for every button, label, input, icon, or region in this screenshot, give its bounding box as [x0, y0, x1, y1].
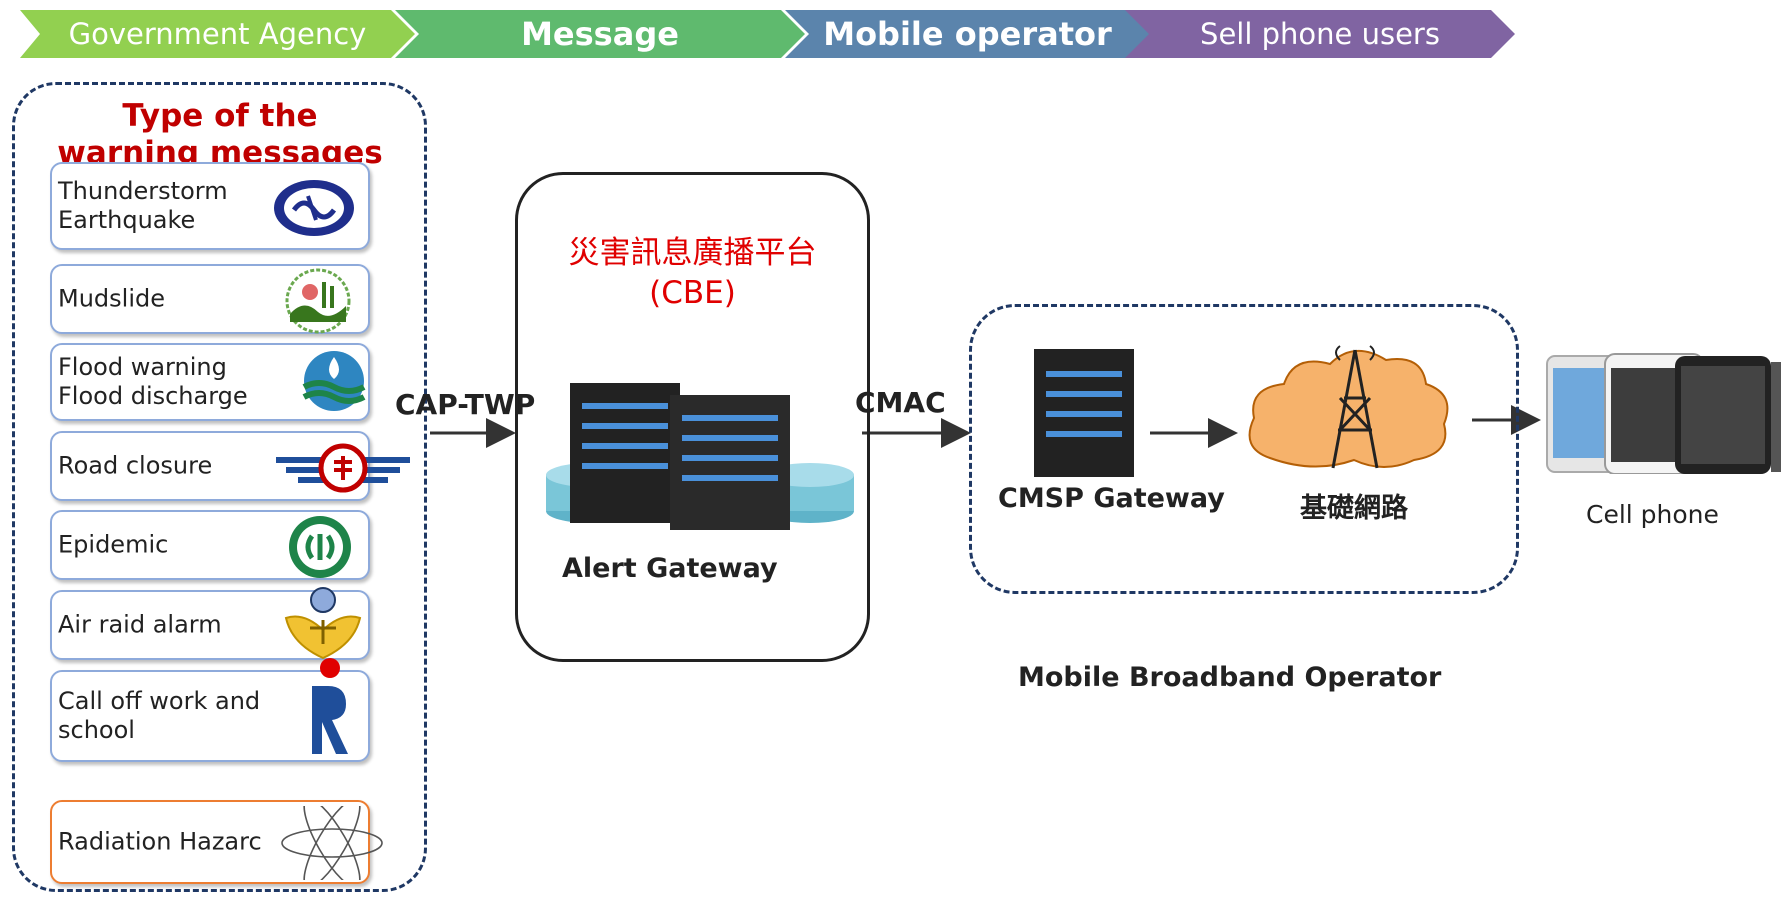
cell-phones-icon [1546, 353, 1781, 474]
warning-item-epidemic: Epidemic [50, 510, 370, 580]
stage-government-agency: Government Agency [20, 10, 415, 58]
stage-label: Government Agency [68, 17, 367, 51]
operator-caption: Mobile Broadband Operator [1018, 662, 1442, 693]
warning-item-mudslide: Mudslide [50, 264, 370, 334]
warning-item-label: Thunderstorm Earthquake [58, 177, 228, 234]
warning-item-call-off-work: Call off work and school [50, 658, 370, 762]
stage-cell-phone-users: Sell phone users [1125, 10, 1515, 58]
warning-item-radiation: Radiation Hazarc [50, 800, 383, 884]
warning-item-thunderstorm-earthquake: Thunderstorm Earthquake [50, 162, 370, 250]
warning-item-label: Epidemic [58, 530, 169, 559]
cmsp-gateway-label: CMSP Gateway [998, 483, 1225, 514]
soil-conservation-logo-icon [285, 268, 351, 334]
weather-bureau-logo-icon [274, 180, 354, 236]
warning-item-label: Flood warning Flood discharge [58, 353, 248, 410]
network-cloud-tower-icon [1248, 345, 1449, 469]
cmac-label: CMAC [855, 386, 946, 419]
warning-item-road-closure: Road closure [50, 431, 410, 501]
water-resources-logo-icon [302, 351, 366, 411]
warning-item-label: Air raid alarm [58, 610, 222, 639]
warning-item-label: Road closure [58, 451, 213, 480]
stage-message: Message [395, 10, 805, 58]
warning-item-label: Mudslide [58, 284, 165, 313]
cbe-title: 災害訊息廣播平台 (CBE) [568, 235, 817, 311]
stage-label: Mobile operator [823, 15, 1112, 53]
alert-gateway-servers-icon [546, 383, 854, 530]
stage-mobile-operator: Mobile operator [785, 10, 1150, 58]
cap-twp-label: CAP-TWP [395, 388, 536, 421]
cmsp-gateway-server-icon [1034, 349, 1134, 477]
atom-icon [281, 806, 383, 880]
warning-types-panel [12, 82, 427, 892]
mobile-operator-box [969, 304, 1519, 594]
cdc-logo-icon [289, 516, 351, 578]
cell-phone-label: Cell phone [1586, 500, 1719, 529]
alert-gateway-label: Alert Gateway [562, 553, 778, 584]
warning-item-label: Radiation Hazarc [58, 827, 262, 856]
warning-item-label: Call off work and school [58, 687, 261, 744]
highway-bureau-logo-icon [276, 443, 410, 493]
network-label: 基礎網路 [1300, 493, 1408, 524]
warning-item-air-raid: Air raid alarm [50, 587, 370, 660]
stage-label: Message [521, 15, 679, 53]
personnel-admin-logo-icon [312, 658, 348, 754]
civil-defense-logo-icon [284, 587, 362, 660]
stage-label: Sell phone users [1200, 17, 1440, 51]
warning-item-flood: Flood warning Flood discharge [50, 343, 370, 421]
cbe-platform-box [515, 172, 870, 662]
